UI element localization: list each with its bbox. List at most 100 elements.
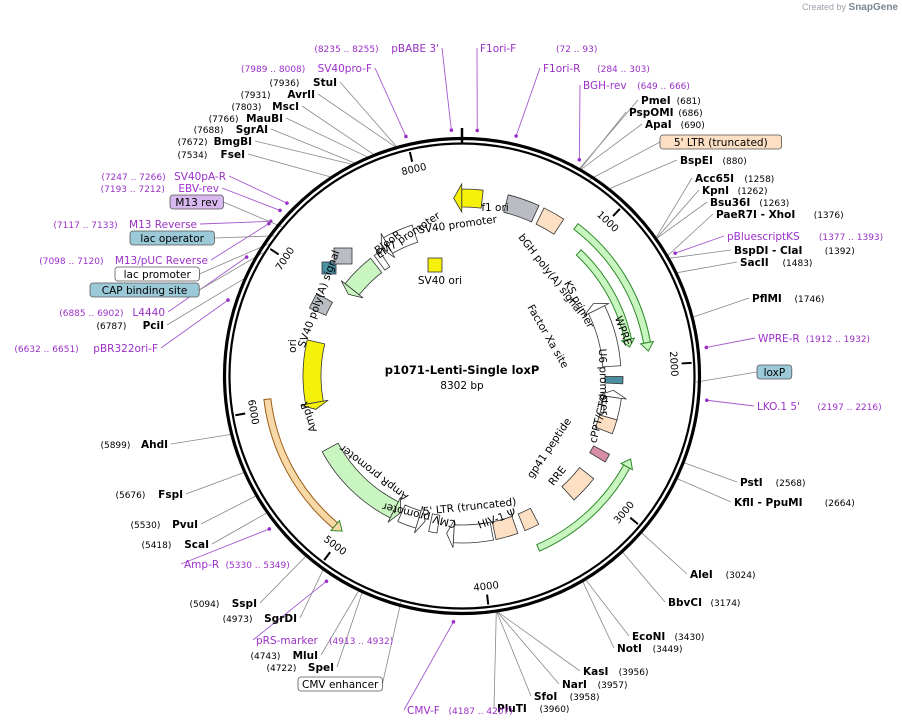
primer-site [577, 157, 582, 162]
primer-label: F1ori-R(284 .. 303) [543, 63, 650, 75]
feature-arc [536, 464, 631, 552]
enzyme-name: FspI [158, 489, 183, 501]
feature-arrowhead [340, 280, 364, 299]
primer-site [244, 255, 249, 259]
enzyme-leader [655, 189, 700, 239]
primer-leader [578, 84, 581, 160]
enzyme-leader [580, 123, 643, 171]
enzyme-label: AvrII(7931) [241, 89, 315, 101]
enzyme-label: NarI (3957) [562, 679, 628, 691]
enzyme-name: AleI [690, 569, 713, 581]
enzyme-leader [285, 117, 369, 158]
enzyme-name: SpeI [308, 662, 334, 674]
primer-position: (6885 .. 6902) [59, 309, 123, 319]
boxed-label: loxP [756, 364, 793, 380]
feature-arrows [263, 182, 655, 552]
feature-arc [428, 513, 441, 534]
enzyme-position: (3957) [598, 681, 628, 691]
enzyme-label: ScaI(5418) [141, 539, 209, 551]
primer-label: EBV-rev(7193 .. 7212) [101, 183, 219, 195]
enzyme-leader [676, 261, 738, 274]
feature-arrowhead [414, 506, 426, 534]
boxed-label-text: lac operator [140, 233, 204, 245]
enzyme-leader [622, 551, 666, 603]
sv40-ori-box [427, 257, 443, 273]
enzyme-label: PaeR7I - XhoI(1376) [716, 209, 844, 221]
primer-name: pRS-marker [256, 635, 319, 647]
boxed-label: M13 rev [169, 194, 224, 210]
enzyme-label: SpeI (4722) [266, 662, 334, 674]
boxed-label-text: CMV enhancer [302, 679, 379, 691]
primer-label: L4440 (6885 .. 6902) [59, 307, 165, 319]
enzyme-position: (1746) [795, 295, 825, 305]
primer-label: M13/pUC Reverse(7098 .. 7120) [39, 255, 208, 267]
enzyme-leader [320, 590, 360, 656]
primer-name: F1ori-F [480, 43, 516, 55]
enzyme-label: FspI(5676) [115, 489, 183, 501]
enzyme-name: KpnI [702, 185, 729, 197]
enzyme-leader [301, 105, 375, 156]
feature-arc [373, 251, 391, 271]
primer-name: L4440 [132, 307, 165, 319]
lac-operator-box [321, 261, 337, 275]
feature-arc [263, 398, 339, 529]
credit-brand: SnapGene [848, 2, 898, 13]
feature-arc [302, 339, 326, 405]
primer-leader [210, 223, 270, 261]
feature-arc [503, 194, 540, 223]
enzyme-label: StuI(7936) [269, 77, 337, 89]
primer-label: WPRE-R(1912 .. 1932) [758, 333, 870, 345]
feature-arc [308, 292, 334, 316]
enzyme-position: (681) [677, 97, 701, 107]
tick-mark [486, 594, 490, 605]
label-box [756, 364, 793, 380]
primer-name: pBABE 3' [391, 43, 439, 55]
enzyme-leader [683, 462, 738, 483]
primer-position: (1912 .. 1932) [806, 335, 870, 345]
enzyme-position: (2664) [825, 499, 855, 509]
primer-site [267, 527, 272, 531]
enzyme-position: (3956) [619, 668, 649, 678]
enzyme-position: (1483) [783, 259, 813, 269]
enzyme-name: SfoI [534, 691, 557, 703]
enzyme-position: (7766) [209, 115, 239, 125]
label-leader-lines [160, 47, 758, 711]
feature-arc [589, 445, 611, 463]
enzyme-position: (4973) [223, 615, 253, 625]
enzyme-label: ApaI(690) [645, 119, 705, 131]
boxed-leader [223, 201, 282, 228]
enzyme-leader [656, 201, 708, 240]
enzyme-name: NarI [562, 679, 587, 691]
primer-position: (1377 .. 1393) [819, 233, 883, 243]
boxed-label: CAP binding site [89, 282, 200, 298]
enzyme-label: SfoI(3958) [534, 691, 600, 703]
boxed-leader [695, 371, 758, 383]
primer-leader [374, 67, 407, 137]
enzyme-leader [270, 128, 356, 164]
primer-position: (284 .. 303) [597, 65, 650, 75]
enzyme-name: KasI [583, 666, 608, 678]
primer-leader [199, 220, 271, 225]
primer-leader [167, 256, 247, 313]
boxed-label-text: M13 rev [175, 197, 218, 209]
enzyme-position: (7936) [269, 79, 299, 89]
enzyme-label: MauBI(7766) [209, 113, 283, 125]
enzyme-position: (4722) [266, 664, 296, 674]
label-box [114, 266, 200, 282]
ks-primer-label: KS primer [561, 279, 596, 331]
enzyme-leader [336, 591, 363, 668]
boxed-leader [214, 235, 275, 239]
primer-name: LKO.1 5' [757, 401, 800, 413]
enzyme-label: Acc65I(1258) [695, 173, 774, 185]
label-box [129, 230, 215, 246]
primer-site [475, 128, 480, 133]
primer-position: (4913 .. 4932) [329, 637, 393, 647]
tick-label: 4000 [473, 580, 500, 594]
enzyme-name: PstI [740, 477, 763, 489]
enzyme-name: PmeI [641, 95, 671, 107]
primer-site [226, 298, 230, 302]
center-title: p1071-Lenti-Single loxP 8302 bp [385, 363, 540, 392]
feature-arc [491, 515, 519, 540]
feature-label: EM7 promoter [374, 209, 443, 261]
enzyme-leader [496, 611, 532, 697]
